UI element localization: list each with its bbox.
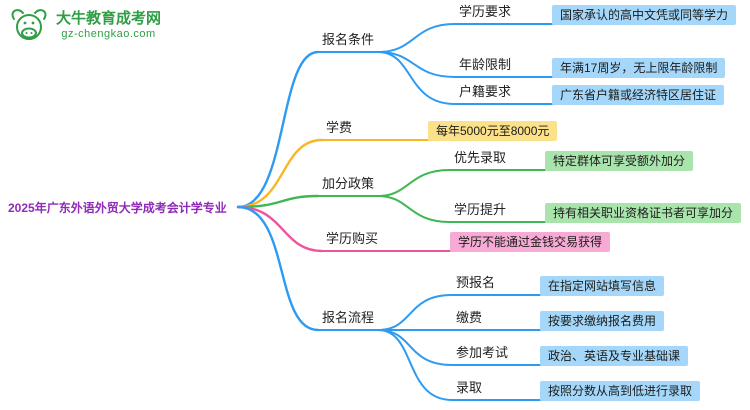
node-age-limit: 年龄限制: [455, 57, 516, 78]
branch4-links: [236, 205, 451, 253]
node-education-requirement: 学历要求: [455, 4, 516, 25]
value-qualification-bonus: 持有相关职业资格证书者可享加分: [545, 203, 742, 223]
branch-registration-conditions: 报名条件: [318, 32, 379, 53]
branch-diploma-purchase: 学历购买: [322, 231, 383, 252]
node-pre-registration: 预报名: [452, 275, 500, 296]
value-education-requirement: 国家承认的高中文凭或同等学力: [552, 5, 737, 25]
branch-registration-process: 报名流程: [318, 310, 379, 331]
site-name: 大牛教育成考网: [56, 9, 162, 27]
node-priority-admission: 优先录取: [450, 150, 511, 171]
node-residency-requirement: 户籍要求: [455, 84, 516, 105]
branch2-links: [236, 138, 429, 209]
branch5-links: [236, 205, 541, 401]
value-age-limit: 年满17周岁，无上限年龄限制: [552, 58, 726, 78]
branch3-links: [236, 169, 546, 223]
node-exam: 参加考试: [452, 345, 513, 366]
node-payment: 缴费: [452, 310, 487, 331]
value-admission: 按照分数从高到低进行录取: [540, 381, 701, 401]
site-url: gz-chengkao.com: [61, 27, 156, 40]
value-pre-registration: 在指定网站填写信息: [540, 276, 665, 296]
value-priority-admission: 特定群体可享受额外加分: [545, 151, 694, 171]
node-qualification-bonus: 学历提升: [450, 202, 511, 223]
bull-logo-icon: [11, 9, 47, 40]
value-residency-requirement: 广东省户籍或经济特区居住证: [552, 85, 725, 105]
value-exam: 政治、英语及专业基础课: [540, 346, 689, 366]
branch-bonus-policy: 加分政策: [318, 176, 379, 197]
root-node: 2025年广东外语外贸大学成考会计学专业: [8, 201, 227, 215]
value-tuition: 每年5000元至8000元: [428, 121, 558, 141]
branch-tuition: 学费: [322, 120, 357, 141]
site-logo-text: 大牛教育成考网 gz-chengkao.com: [56, 10, 161, 41]
node-admission: 录取: [452, 380, 487, 401]
site-logo: 大牛教育成考网 gz-chengkao.com: [8, 6, 161, 44]
value-payment: 按要求缴纳报名费用: [540, 311, 665, 331]
branch1-links: [236, 23, 553, 209]
value-diploma-purchase: 学历不能通过金钱交易获得: [450, 232, 611, 252]
